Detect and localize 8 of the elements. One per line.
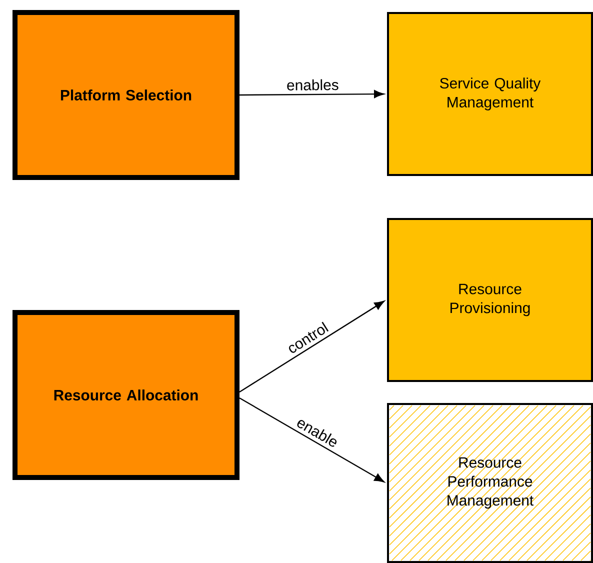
process-box: Resource Allocation (12, 310, 240, 480)
process-box: Platform Selection (12, 10, 240, 180)
arrow (239, 397, 384, 482)
process-box: Resource Provisioning (387, 218, 593, 382)
process-box: Service Quality Management (387, 12, 593, 176)
arrow (240, 90, 384, 98)
arrow (239, 300, 385, 392)
edge-label: enables (287, 79, 338, 90)
